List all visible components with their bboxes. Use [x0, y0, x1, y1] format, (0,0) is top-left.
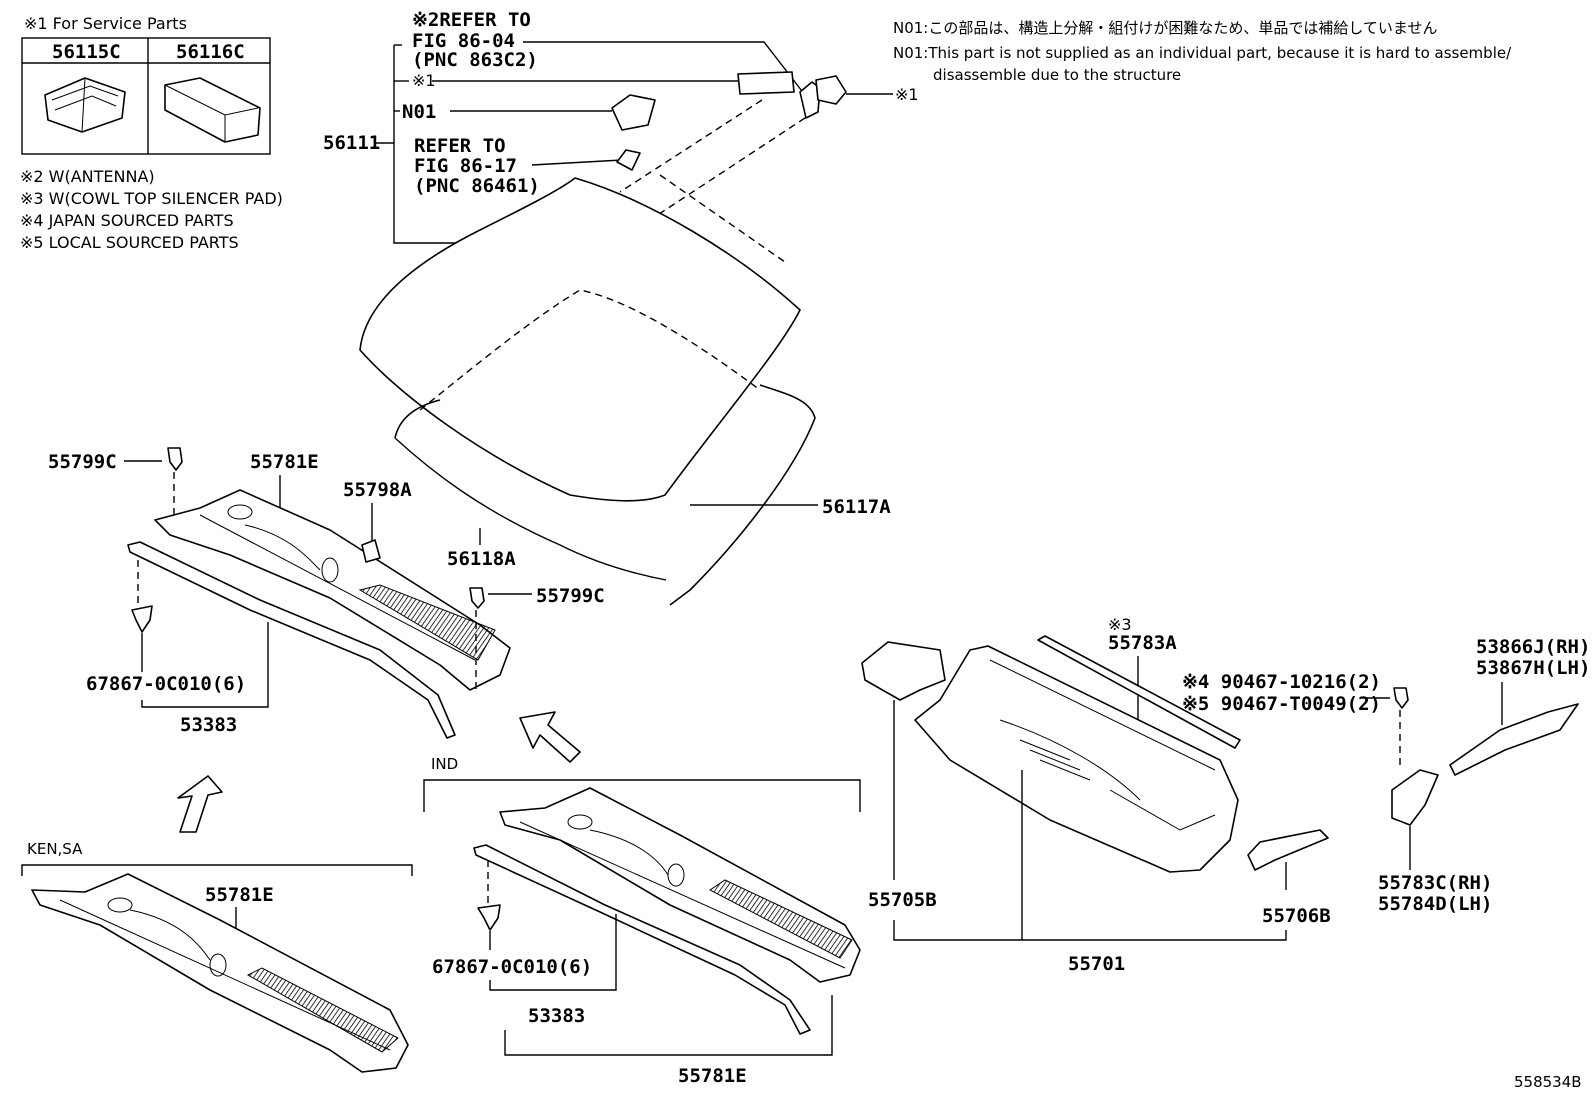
mark-1-right: ※1: [895, 85, 919, 104]
extension-55783c: [1391, 769, 1439, 826]
ken-sa-variant: KEN,SA 55781E: [21, 775, 413, 1073]
label-56117a: 56117A: [822, 496, 891, 518]
clip-56115c-illustration: [44, 77, 126, 133]
ind-variant: IND 67867-0C010(6) 53383 55781E: [423, 755, 861, 1087]
label-ken-sa: KEN,SA: [27, 840, 83, 858]
mark-3: ※3: [1108, 615, 1132, 634]
cowl-assembly: 55799C 55781E 55798A 55799C 67867-0C010(…: [48, 447, 605, 763]
label-56111: 56111: [323, 132, 380, 154]
ind-seal: [473, 844, 811, 1035]
label-55701: 55701: [1068, 953, 1125, 975]
antenna-part: [616, 149, 641, 171]
ref1-line-c: (PNC 863C2): [412, 49, 538, 71]
label-ext-lh: 55784D(LH): [1378, 893, 1492, 915]
label-53383: 53383: [180, 714, 237, 736]
clip-55799c-top: [167, 447, 183, 471]
direction-arrow-2: [177, 775, 223, 833]
ind-louver-vent: [709, 879, 853, 959]
label-n01: N01: [402, 101, 436, 123]
label-55781e-ind: 55781E: [678, 1065, 747, 1087]
legend: ※2 W(ANTENNA) ※3 W(COWL TOP SILENCER PAD…: [20, 167, 283, 252]
service-parts-box: ※1 For Service Parts 56115C 56116C: [21, 14, 271, 155]
label-55798a: 55798A: [343, 479, 412, 501]
ref1-line-a: ※2REFER TO: [412, 9, 531, 31]
legend-silencer: ※3 W(COWL TOP SILENCER PAD): [20, 189, 283, 208]
pad-part-top: [737, 71, 795, 95]
ref2-line-c: (PNC 86461): [414, 175, 540, 197]
bracket-55706b: [1247, 829, 1329, 871]
label-56118a: 56118A: [447, 548, 516, 570]
label-55706b: 55706B: [1262, 905, 1331, 927]
cowl-seal-53383: [127, 541, 456, 739]
label-55781e-ken: 55781E: [205, 884, 274, 906]
label-ind: IND: [431, 755, 458, 773]
pad-56116c-illustration: [164, 77, 261, 143]
hinge-bracket: [1449, 703, 1579, 776]
n01-note: N01:この部品は、構造上分解・組付けが困難なため、単品では補給していません N…: [893, 19, 1512, 84]
label-bolt-2: ※5 90467-T0049(2): [1182, 693, 1381, 715]
label-ext-rh: 55783C(RH): [1378, 872, 1492, 894]
note-jp: N01:この部品は、構造上分解・組付けが困難なため、単品では補給していません: [893, 19, 1437, 37]
bracket-55798a: [361, 539, 381, 563]
moulding-56117a: [394, 384, 816, 606]
label-67867-ind: 67867-0C010(6): [432, 956, 592, 978]
n01-part: [611, 94, 656, 131]
label-55799c-top: 55799C: [48, 451, 117, 473]
service-box-title: ※1 For Service Parts: [24, 14, 187, 33]
label-bolt-1: ※4 90467-10216(2): [1182, 671, 1381, 693]
cowl-panel-55701: [914, 645, 1239, 873]
label-55705b: 55705B: [868, 889, 937, 911]
legend-local: ※5 LOCAL SOURCED PARTS: [20, 233, 239, 252]
windshield-group: 56111 ※2REFER TO FIG 86-04 (PNC 863C2) ※…: [323, 9, 919, 606]
service-part-56116c: 56116C: [176, 41, 245, 63]
cowl-louver-55781e: [154, 489, 511, 691]
ref2-line-a: REFER TO: [414, 135, 506, 157]
ref1-line-b: FIG 86-04: [412, 30, 515, 52]
moulding-56118a: [394, 437, 667, 581]
fastener-67867: [131, 605, 153, 633]
label-55783a: 55783A: [1108, 632, 1177, 654]
label-55799c-right: 55799C: [536, 585, 605, 607]
service-part-56115c: 56115C: [52, 41, 121, 63]
cowl-louver-vent: [358, 584, 496, 661]
label-hinge-rh: 53866J(RH): [1476, 636, 1590, 658]
clip-55799c-right: [469, 587, 485, 609]
direction-arrow-1: [519, 711, 581, 763]
silencer-pad-55783a: [1037, 635, 1241, 749]
label-53383-ind: 53383: [528, 1005, 585, 1027]
cowl-panel-group: ※3 55783A ※4 90467-10216(2) ※5 90467-T00…: [861, 615, 1590, 975]
ref2-line-b: FIG 86-17: [414, 155, 517, 177]
note-en-2: disassemble due to the structure: [933, 66, 1181, 84]
note-en-1: N01:This part is not supplied as an indi…: [893, 44, 1512, 62]
diagram-id: 558534B: [1514, 1073, 1582, 1091]
label-hinge-lh: 53867H(LH): [1476, 657, 1590, 679]
legend-japan: ※4 JAPAN SOURCED PARTS: [20, 211, 234, 230]
label-67867: 67867-0C010(6): [86, 673, 246, 695]
bolt-90467: [1393, 687, 1409, 709]
clip-part-right: [815, 75, 847, 105]
ind-fastener: [477, 904, 501, 931]
label-55781e-top: 55781E: [250, 451, 319, 473]
bracket-55705b: [861, 641, 946, 701]
windshield-glass: [359, 177, 801, 502]
legend-antenna: ※2 W(ANTENNA): [20, 167, 155, 186]
mark-1-left: ※1: [412, 71, 436, 90]
